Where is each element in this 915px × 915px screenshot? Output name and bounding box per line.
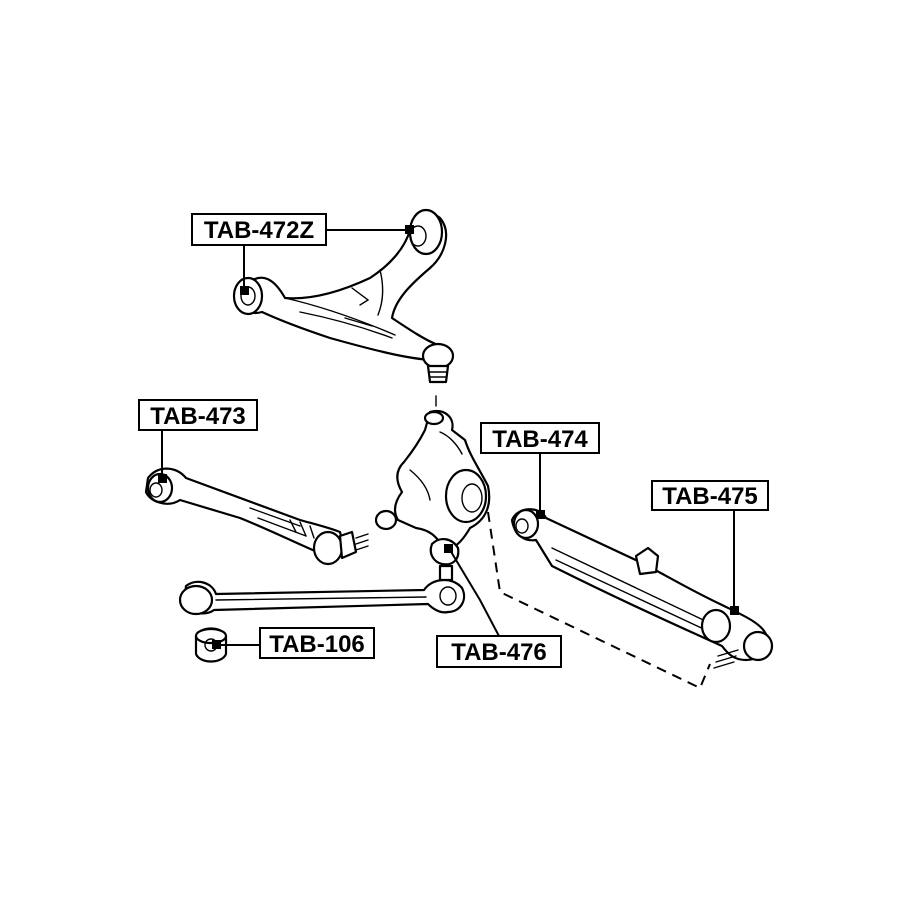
dot-tab-106	[212, 640, 221, 649]
label-tab-474-text: TAB-474	[492, 426, 588, 453]
leader-lines	[161, 229, 735, 646]
label-tab-475-text: TAB-475	[662, 483, 758, 510]
label-tab-472z: TAB-472Z	[191, 213, 327, 246]
bushing-tab-106	[194, 627, 228, 663]
dot-tab-473	[158, 474, 167, 483]
assembly-guide-dashed	[487, 511, 711, 690]
label-tab-473: TAB-473	[138, 399, 258, 431]
label-tab-106: TAB-106	[259, 627, 375, 659]
label-tab-476-text: TAB-476	[451, 639, 547, 666]
dot-tab-472z-left	[240, 286, 249, 295]
dot-tab-472z-top	[405, 225, 414, 234]
lower-link	[178, 564, 466, 616]
dot-tab-476	[444, 544, 453, 553]
label-tab-472z-text: TAB-472Z	[204, 217, 314, 244]
label-tab-474: TAB-474	[480, 422, 600, 454]
dot-tab-474	[536, 510, 545, 519]
label-tab-473-text: TAB-473	[150, 403, 246, 430]
steering-knuckle	[374, 410, 491, 566]
label-tab-476: TAB-476	[436, 635, 562, 668]
lateral-link-rear	[144, 467, 369, 566]
trailing-link	[510, 508, 774, 669]
label-tab-475: TAB-475	[651, 480, 769, 511]
label-tab-106-text: TAB-106	[269, 631, 365, 658]
dot-tab-475	[730, 606, 739, 615]
reference-dots	[158, 225, 739, 649]
